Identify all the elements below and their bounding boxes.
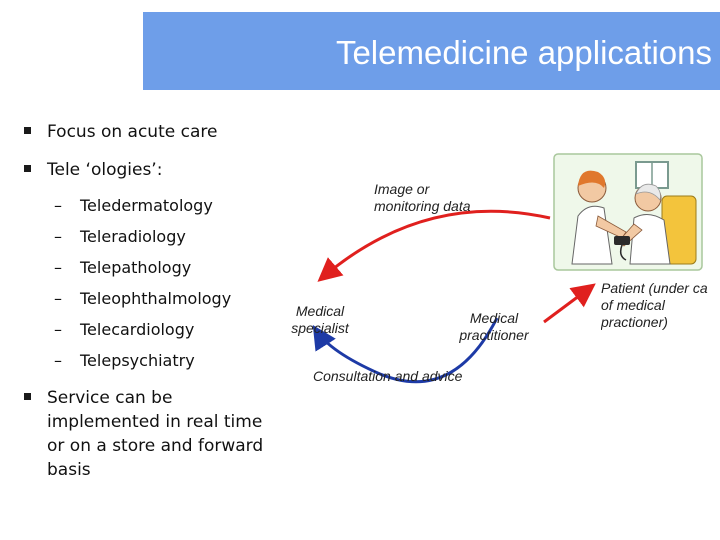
bullet-text: Tele ‘ologies’: bbox=[47, 160, 163, 180]
bullet-focus: Focus on acute care bbox=[24, 120, 324, 144]
slide-title: Telemedicine applications bbox=[335, 34, 712, 71]
sub-bullet-item: –Teleophthalmology bbox=[24, 283, 324, 314]
image-data-label: Image or monitoring data bbox=[374, 181, 471, 214]
specialist-label: Medical specialist bbox=[291, 303, 349, 336]
practitioner-label: Medical practitioner bbox=[459, 310, 529, 343]
bullet-square-icon bbox=[24, 127, 31, 134]
sub-bullet-list: –Teledermatology –Teleradiology –Telepat… bbox=[24, 190, 324, 376]
dash-icon: – bbox=[54, 196, 62, 215]
dash-icon: – bbox=[54, 289, 62, 308]
nurse-patient-illustration bbox=[553, 153, 703, 271]
consultation-label: Consultation and advice bbox=[313, 368, 463, 384]
dash-icon: – bbox=[54, 320, 62, 339]
dash-icon: – bbox=[54, 351, 62, 370]
sub-bullet-item: –Teledermatology bbox=[24, 190, 324, 221]
sub-bullet-item: –Teleradiology bbox=[24, 221, 324, 252]
sub-bullet-item: –Telecardiology bbox=[24, 314, 324, 345]
bullet-service: Service can be implemented in real time … bbox=[24, 386, 277, 482]
patient-label: Patient (under ca of medical practioner) bbox=[601, 280, 708, 330]
blue-arrow bbox=[312, 317, 499, 384]
dash-icon: – bbox=[54, 227, 62, 246]
title-bar: Telemedicine applications bbox=[143, 12, 720, 90]
sub-bullet-item: –Telepsychiatry bbox=[24, 345, 324, 376]
bullet-text: Service can be implemented in real time … bbox=[47, 388, 264, 480]
dash-icon: – bbox=[54, 258, 62, 277]
bullet-ologies: Tele ‘ologies’: bbox=[24, 158, 324, 182]
bullet-text: Focus on acute care bbox=[47, 122, 218, 142]
red-arrow-patient bbox=[543, 283, 596, 324]
bullet-square-icon bbox=[24, 393, 31, 400]
bullet-list: Focus on acute care Tele ‘ologies’: –Tel… bbox=[24, 120, 324, 496]
red-arrow bbox=[317, 209, 551, 282]
bullet-square-icon bbox=[24, 165, 31, 172]
sub-bullet-item: –Telepathology bbox=[24, 252, 324, 283]
